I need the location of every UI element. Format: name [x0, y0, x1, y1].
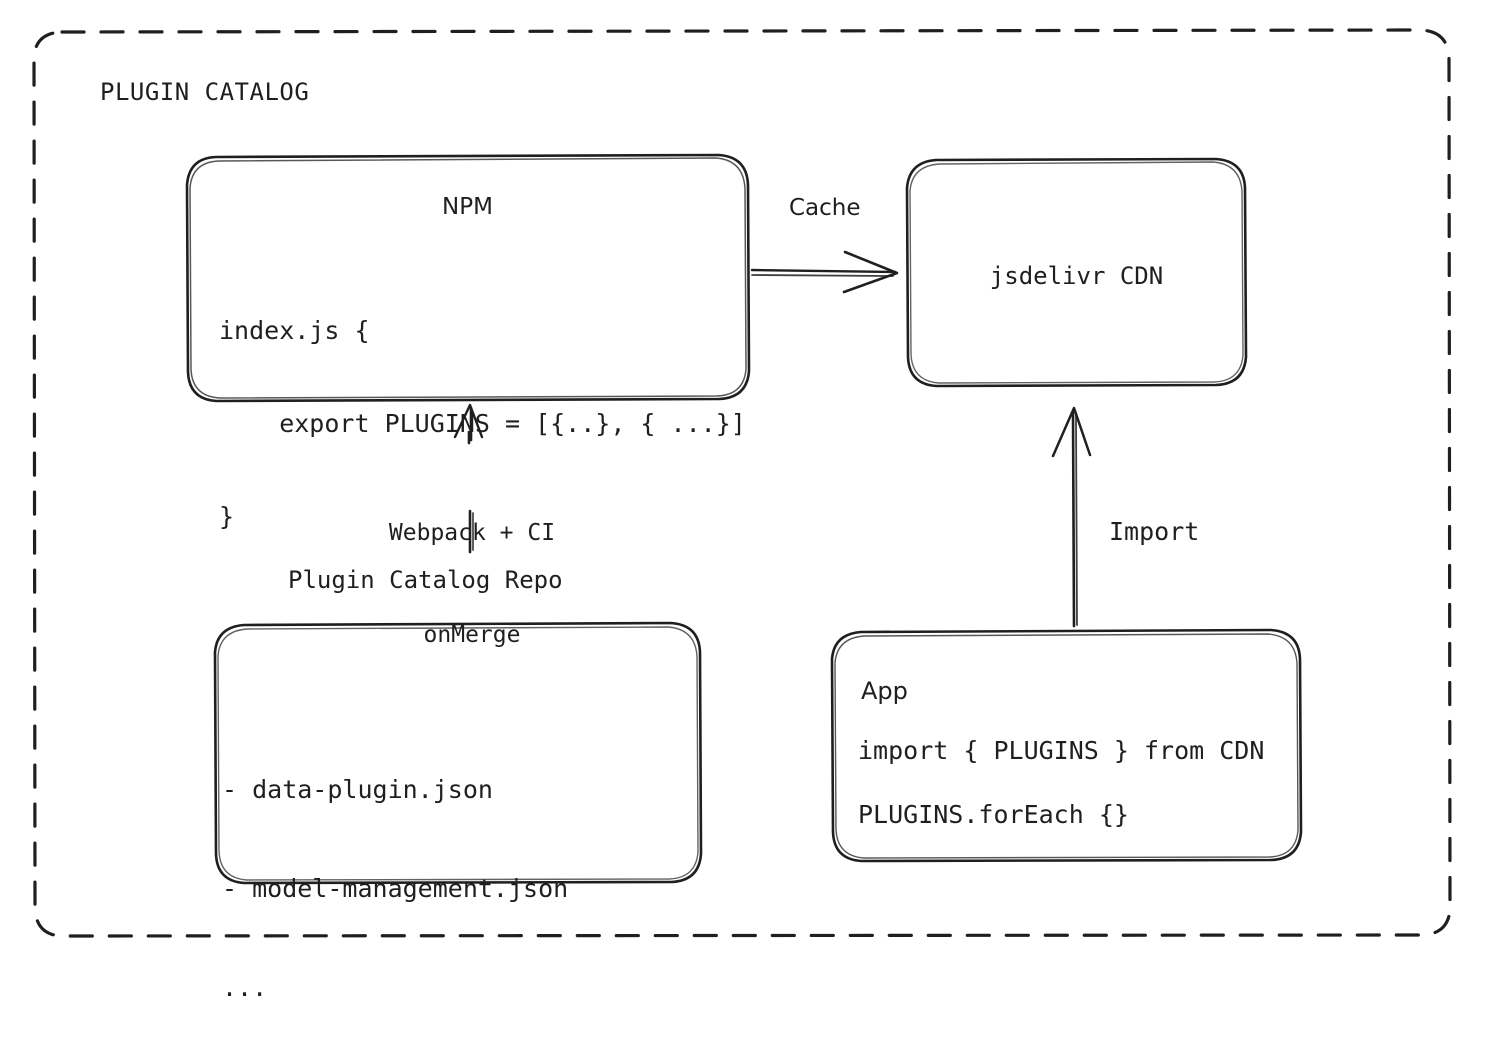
npm-code-block: index.js { export PLUGINS = [{..}, { ...… [219, 253, 746, 563]
build-edge-label-line1: Webpack + CI [388, 520, 556, 546]
cache-edge-label: Cache [789, 195, 861, 221]
app-box [830, 628, 1303, 863]
app-code-line-foreach: PLUGINS.forEach {} [858, 800, 1129, 829]
import-arrow [1051, 406, 1092, 628]
build-edge-label: Webpack + CI onMerge [377, 448, 567, 686]
repo-box [213, 621, 703, 885]
build-arrow [453, 403, 484, 554]
app-node-title: App [861, 677, 908, 705]
cache-arrow [750, 250, 899, 294]
repo-node-title: Plugin Catalog Repo [288, 566, 563, 594]
repo-file-item: - model-management.json [222, 874, 569, 903]
npm-box [185, 153, 751, 403]
cdn-box [905, 157, 1248, 388]
repo-file-item: ... [222, 973, 268, 1002]
build-edge-label-line2: onMerge [423, 622, 521, 648]
import-edge-label: Import [1109, 517, 1200, 546]
repo-file-list: - data-plugin.json - model-management.js… [222, 707, 568, 1037]
npm-code-line: } [219, 502, 235, 531]
npm-node-title: NPM [442, 194, 493, 220]
npm-code-line: index.js { [219, 316, 370, 345]
diagram-canvas [32, 28, 1452, 938]
repo-file-item: - data-plugin.json [222, 775, 493, 804]
page-title: PLUGIN CATALOG [100, 78, 310, 106]
app-code-line-import: import { PLUGINS } from CDN [858, 736, 1265, 765]
npm-code-line: export PLUGINS = [{..}, { ...}] [219, 409, 746, 438]
plugin-catalog-container-border [32, 28, 1452, 938]
cdn-node-title: jsdelivr CDN [989, 262, 1164, 290]
